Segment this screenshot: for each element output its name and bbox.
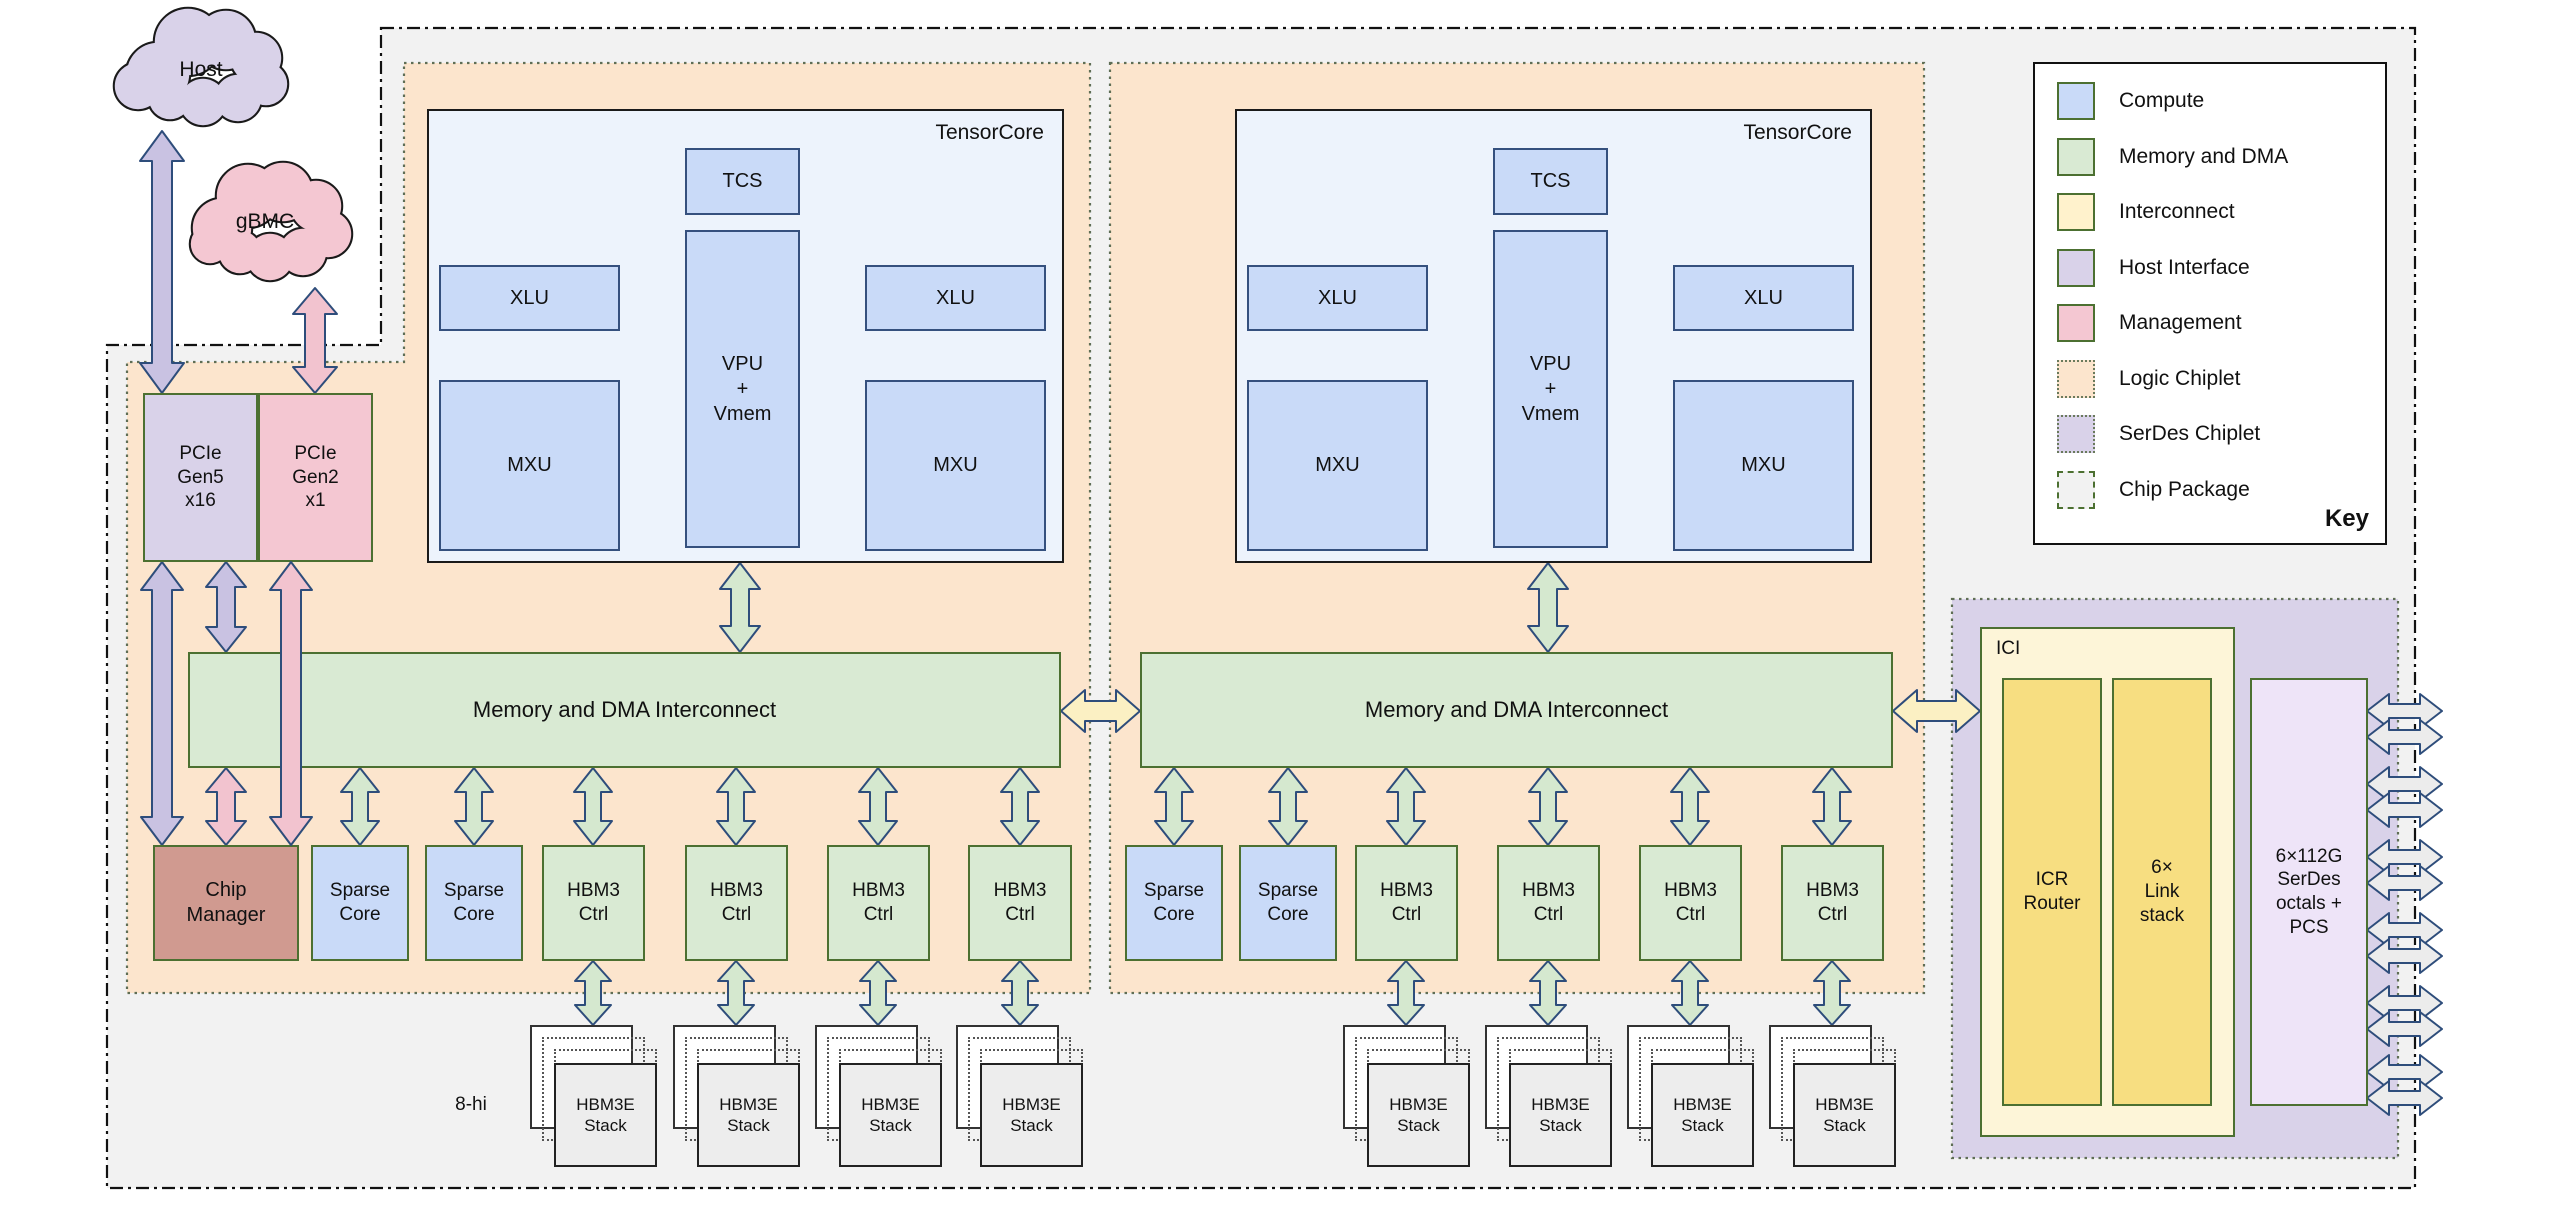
memory-dma-interconnect-1: Memory and DMA Interconnect	[188, 652, 1061, 768]
key-swatch-host_interface	[2057, 248, 2095, 287]
key-swatch-compute	[2057, 82, 2095, 120]
pcie-gen2-block: PCIe Gen2 x1	[258, 393, 373, 562]
mxu-block-right-tc1: MXU	[865, 380, 1046, 551]
hbm3e-stack-3: HBM3E Stack	[815, 1025, 943, 1168]
stack-front: HBM3E Stack	[1651, 1063, 1754, 1167]
tensorcore-title: TensorCore	[935, 121, 1044, 144]
stack-front: HBM3E Stack	[839, 1063, 942, 1167]
mxu-block-left-tc1: MXU	[439, 380, 620, 551]
key-item-label: Interconnect	[2119, 200, 2235, 224]
xlu-block-right-tc2: XLU	[1673, 265, 1854, 331]
pcie-gen5-block: PCIe Gen5 x16	[143, 393, 258, 562]
memory-dma-interconnect-2: Memory and DMA Interconnect	[1140, 652, 1893, 768]
hbm3-ctrl-block-5: HBM3 Ctrl	[1355, 845, 1458, 961]
key-item-interconnect: Interconnect	[2057, 193, 2371, 232]
key-item-label: Compute	[2119, 89, 2205, 112]
stack-front: HBM3E Stack	[1367, 1063, 1470, 1167]
hbm3-ctrl-block-3: HBM3 Ctrl	[827, 845, 930, 961]
tcs-block-tc2: TCS	[1493, 148, 1608, 215]
key-item-compute: Compute	[2057, 82, 2371, 120]
key-title: Key	[2324, 505, 2369, 532]
hbm3-ctrl-block-7: HBM3 Ctrl	[1639, 845, 1742, 961]
hbm3e-stack-6: HBM3E Stack	[1485, 1025, 1613, 1168]
serdes-octals-block: 6×112G SerDes octals + PCS	[2250, 678, 2368, 1106]
vpu-vmem-block-tc2: VPU + Vmem	[1493, 230, 1608, 548]
hbm3e-stack-7: HBM3E Stack	[1627, 1025, 1755, 1168]
key-item-logic_chiplet: Logic Chiplet	[2057, 359, 2371, 398]
hbm3-ctrl-block-1: HBM3 Ctrl	[542, 845, 645, 961]
hbm3-ctrl-block-4: HBM3 Ctrl	[968, 845, 1072, 961]
xlu-block-left-tc2: XLU	[1247, 265, 1428, 331]
key-item-label: Host Interface	[2119, 255, 2250, 279]
hbm3e-stack-8: HBM3E Stack	[1769, 1025, 1897, 1168]
key-item-label: Logic Chiplet	[2119, 366, 2241, 390]
mxu-block-right-tc2: MXU	[1673, 380, 1854, 551]
gbmc-cloud-label: gBMC	[235, 210, 295, 233]
sparse-core-block-2: Sparse Core	[425, 845, 523, 961]
ici-title: ICI	[1996, 638, 2021, 659]
host-cloud-label: Host	[179, 58, 223, 81]
key-item-chip_package: Chip Package	[2057, 470, 2371, 509]
key-item-memory: Memory and DMA	[2057, 137, 2371, 176]
hbm3e-stack-4: HBM3E Stack	[956, 1025, 1084, 1168]
key-swatch-interconnect	[2057, 193, 2095, 232]
stack-front: HBM3E Stack	[1509, 1063, 1612, 1167]
tensorcore-title: TensorCore	[1743, 121, 1852, 144]
key-item-serdes_chiplet: SerDes Chiplet	[2057, 415, 2371, 454]
key-swatch-serdes_chiplet	[2057, 415, 2095, 454]
key-swatch-chip_package	[2057, 470, 2095, 509]
key-swatch-logic_chiplet	[2057, 359, 2095, 398]
sparse-core-block-3: Sparse Core	[1125, 845, 1223, 961]
hbm-8hi-label: 8-hi	[455, 1094, 487, 1115]
hbm3e-stack-1: HBM3E Stack	[530, 1025, 658, 1168]
tcs-block-tc1: TCS	[685, 148, 800, 215]
key-item-label: Chip Package	[2119, 477, 2250, 501]
hbm3-ctrl-block-6: HBM3 Ctrl	[1497, 845, 1600, 961]
xlu-block-left-tc1: XLU	[439, 265, 620, 331]
key-item-host_interface: Host Interface	[2057, 248, 2371, 287]
stack-front: HBM3E Stack	[697, 1063, 800, 1167]
sparse-core-block-1: Sparse Core	[311, 845, 409, 961]
icr-router-block: ICR Router	[2002, 678, 2102, 1106]
key-swatch-memory	[2057, 137, 2095, 176]
hbm3-ctrl-block-8: HBM3 Ctrl	[1781, 845, 1884, 961]
sparse-core-block-4: Sparse Core	[1239, 845, 1337, 961]
key-item-label: SerDes Chiplet	[2119, 422, 2261, 446]
xlu-block-right-tc1: XLU	[865, 265, 1046, 331]
hbm3e-stack-2: HBM3E Stack	[673, 1025, 801, 1168]
hbm3e-stack-5: HBM3E Stack	[1343, 1025, 1471, 1168]
stack-front: HBM3E Stack	[554, 1063, 657, 1167]
chip-manager-block: Chip Manager	[153, 845, 299, 961]
vpu-vmem-block-tc1: VPU + Vmem	[685, 230, 800, 548]
stack-front: HBM3E Stack	[1793, 1063, 1896, 1167]
mxu-block-left-tc2: MXU	[1247, 380, 1428, 551]
key-swatch-management	[2057, 304, 2095, 343]
key-item-label: Management	[2119, 311, 2242, 335]
stack-front: HBM3E Stack	[980, 1063, 1083, 1167]
link-stack-block: 6× Link stack	[2112, 678, 2212, 1106]
key-item-label: Memory and DMA	[2119, 144, 2289, 168]
hbm3-ctrl-block-2: HBM3 Ctrl	[685, 845, 788, 961]
key-item-management: Management	[2057, 304, 2371, 343]
